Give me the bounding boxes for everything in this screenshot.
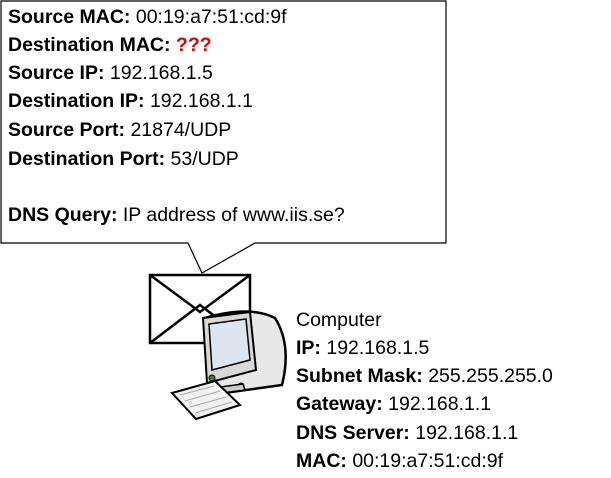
keyboard-icon: [170, 379, 242, 421]
source-mac-line: Source MAC: 00:19:a7:51:cd:9f: [8, 6, 287, 28]
computer-dns-line: DNS Server: 192.168.1.1: [296, 422, 519, 444]
dns-query-line: DNS Query: IP address of www.iis.se?: [8, 204, 345, 226]
computer-mac-line: MAC: 00:19:a7:51:cd:9f: [296, 450, 504, 472]
source-port-line: Source Port: 21874/UDP: [8, 119, 232, 141]
computer-ip-line: IP: 192.168.1.5: [296, 337, 430, 359]
destination-mac-line: Destination MAC: ???: [8, 34, 212, 56]
source-ip-line: Source IP: 192.168.1.5: [8, 62, 213, 84]
computer-gateway-line: Gateway: 192.168.1.1: [296, 393, 492, 415]
callout-box: [0, 0, 447, 274]
computer-title: Computer: [296, 309, 382, 331]
destination-ip-line: Destination IP: 192.168.1.1: [8, 90, 253, 112]
computer-subnet-line: Subnet Mask: 255.255.255.0: [296, 365, 553, 387]
computer-icon: [201, 310, 287, 397]
destination-port-line: Destination Port: 53/UDP: [8, 148, 239, 170]
